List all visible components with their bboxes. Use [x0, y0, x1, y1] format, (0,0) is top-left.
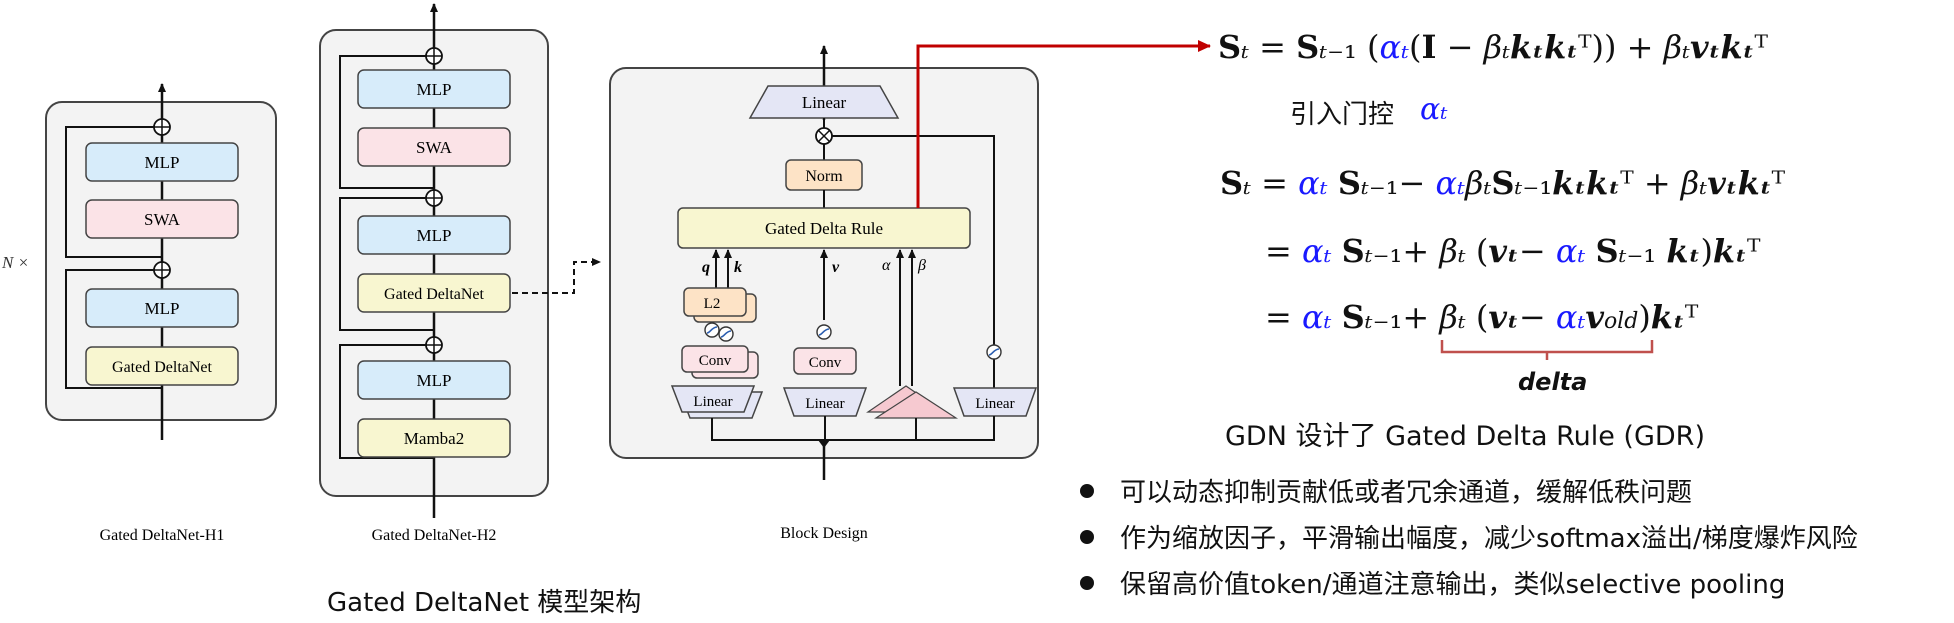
block-design-caption: Block Design	[780, 525, 868, 542]
gdr-caption: GDN 设计了 Gated Delta Rule (GDR)	[1225, 421, 1705, 452]
add-icon	[153, 261, 171, 279]
linear-block-1	[670, 385, 756, 413]
h1-gated-deltanet	[85, 346, 239, 386]
linear-label-2: Linear	[805, 396, 844, 412]
h2-swa	[357, 127, 511, 167]
h1-group: N × MLP SWA MLP Gated DeltaNet Gated Del…	[1, 83, 277, 544]
equation-3: = αₜ Sₜ₋₁+ βₜ (vₜ− αₜ Sₜ₋₁ kₜ)kₜᵀ	[1265, 232, 1761, 270]
linear-label-1: Linear	[693, 394, 732, 410]
equation-4: = αₜ Sₜ₋₁+ βₜ (vₜ− αₜvold)kₜᵀ	[1265, 298, 1699, 336]
h2-gated-deltanet	[357, 273, 511, 313]
h1-multiplier: N ×	[1, 253, 29, 272]
bullet-list: 可以动态抑制贡献低或者冗余通道，缓解低秩问题 作为缩放因子，平滑输出幅度，减少s…	[1080, 470, 1858, 608]
equation-2: Sₜ = αₜ Sₜ₋₁− αₜβₜSₜ₋₁kₜkₜᵀ + βₜvₜkₜᵀ	[1220, 164, 1786, 202]
bullet-dot-icon	[1080, 483, 1094, 498]
activation-icon	[704, 322, 720, 338]
bullet-item: 可以动态抑制贡献低或者冗余通道，缓解低秩问题	[1080, 470, 1858, 516]
h2-group: MLP SWA MLP Gated DeltaNet MLP Mamba2 Ga…	[319, 3, 549, 544]
bullet-dot-icon	[1080, 529, 1094, 544]
top-linear	[748, 85, 900, 119]
add-icon	[425, 47, 443, 65]
h1-mlp-bottom-label: MLP	[145, 299, 180, 318]
l2-label: L2	[704, 296, 721, 312]
delta-label: delta	[1518, 368, 1588, 396]
h1-mlp-top	[85, 142, 239, 182]
multiply-icon	[815, 127, 833, 145]
dashed-connector	[512, 258, 601, 294]
h2-mlp-3	[357, 360, 511, 400]
add-icon	[153, 118, 171, 136]
gating-note: 引入门控	[1290, 100, 1395, 130]
conv-label-1: Conv	[699, 353, 732, 369]
activation-icon	[718, 326, 734, 342]
h1-mlp-bottom	[85, 288, 239, 328]
equation-1: Sₜ = Sₜ₋₁ (αₜ(I − βₜkₜkₜᵀ)) + βₜvₜkₜᵀ	[1218, 28, 1768, 66]
bullet-item: 作为缩放因子，平滑输出幅度，减少softmax溢出/梯度爆炸风险	[1080, 516, 1858, 562]
add-icon	[425, 336, 443, 354]
activation-icon	[816, 324, 832, 340]
h2-mamba2-label: Mamba2	[404, 429, 464, 448]
red-arrow	[916, 40, 1211, 208]
block-design-group: Linear Norm Gated Delta Rule q k v α β	[609, 45, 1039, 542]
h2-mlp-1	[357, 69, 511, 109]
k-label: k	[734, 259, 742, 276]
v-label: v	[832, 259, 840, 276]
top-linear-label: Linear	[802, 93, 847, 112]
linear-label-3: Linear	[975, 396, 1014, 412]
beta-label: β	[917, 257, 926, 274]
h2-mlp-1-label: MLP	[417, 80, 452, 99]
h1-mlp-top-label: MLP	[145, 153, 180, 172]
h1-swa-label: SWA	[144, 210, 181, 229]
h1-caption: Gated DeltaNet-H1	[100, 527, 225, 544]
h2-caption: Gated DeltaNet-H2	[372, 527, 497, 544]
activation-icon	[986, 344, 1002, 360]
l2-block	[683, 287, 747, 317]
gated-delta-rule-block	[677, 207, 971, 249]
h2-mlp-3-label: MLP	[417, 371, 452, 390]
alpha-label: α	[882, 257, 891, 274]
bullet-item: 保留高价值token/通道注意输出，类似selective pooling	[1080, 562, 1858, 608]
h2-swa-label: SWA	[416, 138, 453, 157]
bullet-dot-icon	[1080, 575, 1094, 590]
delta-brace	[1440, 340, 1654, 360]
norm-label: Norm	[805, 168, 843, 185]
h2-mamba2	[357, 418, 511, 458]
q-label: q	[702, 259, 710, 276]
architecture-caption: Gated DeltaNet 模型架构	[327, 588, 642, 618]
conv-block-2	[793, 347, 857, 375]
linear-block-3	[952, 387, 1038, 417]
h1-swa	[85, 199, 239, 239]
gating-symbol: αₜ	[1420, 92, 1448, 127]
conv-block-1	[681, 345, 749, 373]
conv-label-2: Conv	[809, 355, 842, 371]
add-icon	[425, 189, 443, 207]
h2-gated-deltanet-label: Gated DeltaNet	[384, 286, 485, 303]
gated-delta-rule-label: Gated Delta Rule	[765, 219, 883, 238]
h1-gated-deltanet-label: Gated DeltaNet	[112, 359, 213, 376]
h2-mlp-2	[357, 215, 511, 255]
h2-mlp-2-label: MLP	[417, 226, 452, 245]
linear-block-2	[782, 387, 868, 417]
